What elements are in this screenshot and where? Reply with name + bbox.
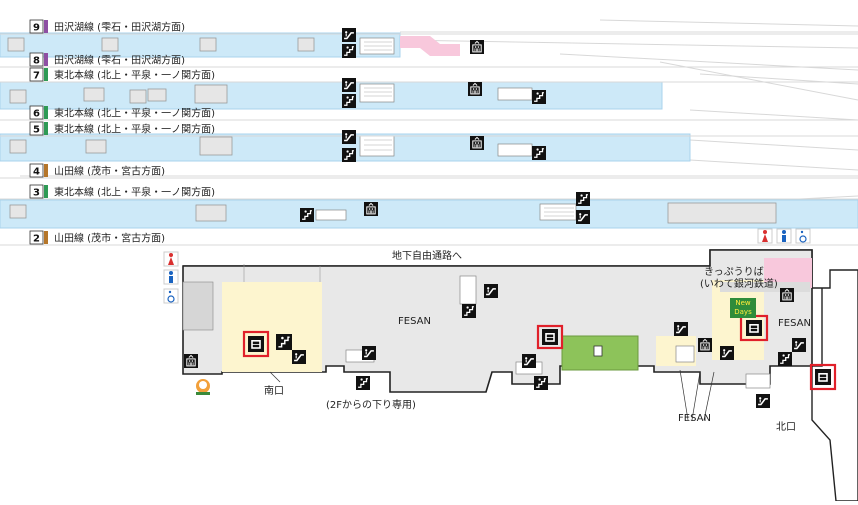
elevator-icon bbox=[470, 136, 484, 150]
coin-locker-icon bbox=[746, 320, 762, 336]
escalator-icon bbox=[720, 346, 734, 360]
newdays-store-sign: New Days bbox=[730, 298, 756, 318]
stairs-icon bbox=[532, 146, 546, 160]
track-number: 9 bbox=[33, 23, 40, 34]
track-number: 5 bbox=[33, 125, 40, 136]
underground-passage-label: 地下自由通路へ bbox=[392, 251, 462, 262]
track-line-name: 東北本線 (北上・平泉・一ノ関方面) bbox=[54, 186, 215, 199]
coin-locker-icon bbox=[248, 336, 264, 352]
track-line-color-bar bbox=[44, 53, 48, 66]
track-line-name: 田沢湖線 (雫石・田沢湖方面) bbox=[54, 54, 185, 67]
track-line-name: 田沢湖線 (雫石・田沢湖方面) bbox=[54, 21, 185, 34]
escalator-icon bbox=[484, 284, 498, 298]
track-number-box bbox=[29, 105, 44, 120]
concourse bbox=[182, 249, 858, 502]
track-line-color-bar bbox=[44, 68, 48, 81]
elevator-icon bbox=[468, 82, 482, 96]
track-number: 8 bbox=[33, 56, 40, 67]
escalator-icon bbox=[576, 210, 590, 224]
escalator-icon bbox=[292, 350, 306, 364]
stairs-icon bbox=[342, 148, 356, 162]
track-line-color-bar bbox=[44, 185, 48, 198]
elevator-icon bbox=[364, 202, 378, 216]
elevator-icon bbox=[780, 288, 794, 302]
stairs-icon bbox=[300, 208, 314, 222]
track-line-name: 東北本線 (北上・平泉・一ノ関方面) bbox=[54, 107, 215, 120]
stairs-icon bbox=[356, 376, 370, 390]
escalator-icon bbox=[522, 354, 536, 368]
track-number-box bbox=[29, 163, 44, 178]
locker-highlight bbox=[536, 324, 564, 350]
track-line-name: 東北本線 (北上・平泉・一ノ関方面) bbox=[54, 123, 215, 136]
coin-locker-icon bbox=[542, 329, 558, 345]
platform-stairs bbox=[315, 37, 577, 221]
locker-highlight bbox=[242, 330, 270, 358]
pink-area bbox=[400, 36, 460, 56]
elevator-icon bbox=[184, 354, 198, 368]
track-line-name: 山田線 (茂市・宮古方面) bbox=[54, 165, 165, 178]
stairs-icon bbox=[534, 376, 548, 390]
track-number: 7 bbox=[33, 71, 40, 82]
escalator-icon bbox=[342, 28, 356, 42]
elevator-icon bbox=[470, 40, 484, 54]
fesan-north-label: FESAN bbox=[778, 318, 811, 329]
stairs-icon bbox=[576, 192, 590, 206]
escalator-icon bbox=[362, 346, 376, 360]
track-line-color-bar bbox=[44, 20, 48, 33]
fesan-label: FESAN bbox=[398, 316, 431, 327]
track-number-box bbox=[29, 184, 44, 199]
stairs-icon bbox=[342, 94, 356, 108]
track-line-color-bar bbox=[44, 164, 48, 177]
track-line-color-bar bbox=[44, 106, 48, 119]
icons bbox=[163, 28, 837, 408]
stairs-icon bbox=[276, 334, 292, 350]
stair-hatching bbox=[364, 41, 574, 217]
mascot-logo-icon bbox=[196, 379, 210, 395]
track-number-box bbox=[29, 52, 44, 67]
elevator-icon bbox=[698, 338, 712, 352]
stairs-icon bbox=[532, 90, 546, 104]
ticket-office-label: きっぷうりば bbox=[704, 267, 764, 278]
track-number: 4 bbox=[33, 167, 40, 178]
track-number-box bbox=[29, 230, 44, 245]
locker-highlight bbox=[809, 363, 837, 391]
track-number-box bbox=[29, 67, 44, 82]
escalator-icon bbox=[792, 338, 806, 352]
track-number-box bbox=[29, 19, 44, 34]
stairs-icon bbox=[462, 304, 476, 318]
track-number-box bbox=[29, 121, 44, 136]
track-number: 6 bbox=[33, 109, 40, 120]
track-line-name: 東北本線 (北上・平泉・一ノ関方面) bbox=[54, 69, 215, 82]
fesan-lower-label: FESAN bbox=[678, 413, 711, 424]
north-exit-label: 北口 bbox=[776, 422, 796, 433]
escalator-icon bbox=[756, 394, 770, 408]
track-line-name: 山田線 (茂市・宮古方面) bbox=[54, 232, 165, 245]
ticket-office-sub-label: (いわて銀河鉄道) bbox=[700, 279, 778, 290]
descend-only-label: (2Fからの下り専用) bbox=[326, 400, 416, 411]
concourse-floor bbox=[182, 249, 813, 393]
south-exit-label: 南口 bbox=[264, 386, 284, 397]
stairs-icon bbox=[778, 352, 792, 366]
shop-area-south bbox=[222, 282, 322, 372]
track-line-color-bar bbox=[44, 231, 48, 244]
track-number: 3 bbox=[33, 188, 40, 199]
coin-locker-icon bbox=[815, 369, 831, 385]
fesan-pointer-lines bbox=[679, 369, 715, 421]
platform-blocks bbox=[7, 37, 777, 224]
escalator-icon bbox=[674, 322, 688, 336]
green-area-sign bbox=[593, 345, 603, 357]
track-line-color-bar bbox=[44, 122, 48, 135]
track-number: 2 bbox=[33, 234, 40, 245]
stairs-icon bbox=[342, 44, 356, 58]
track-labels: 9 田沢湖線 (雫石・田沢湖方面) 8 田沢湖線 (雫石・田沢湖方面) 7 東北本線 (北… bbox=[0, 19, 858, 246]
escalator-icon bbox=[342, 130, 356, 144]
escalator-icon bbox=[342, 78, 356, 92]
